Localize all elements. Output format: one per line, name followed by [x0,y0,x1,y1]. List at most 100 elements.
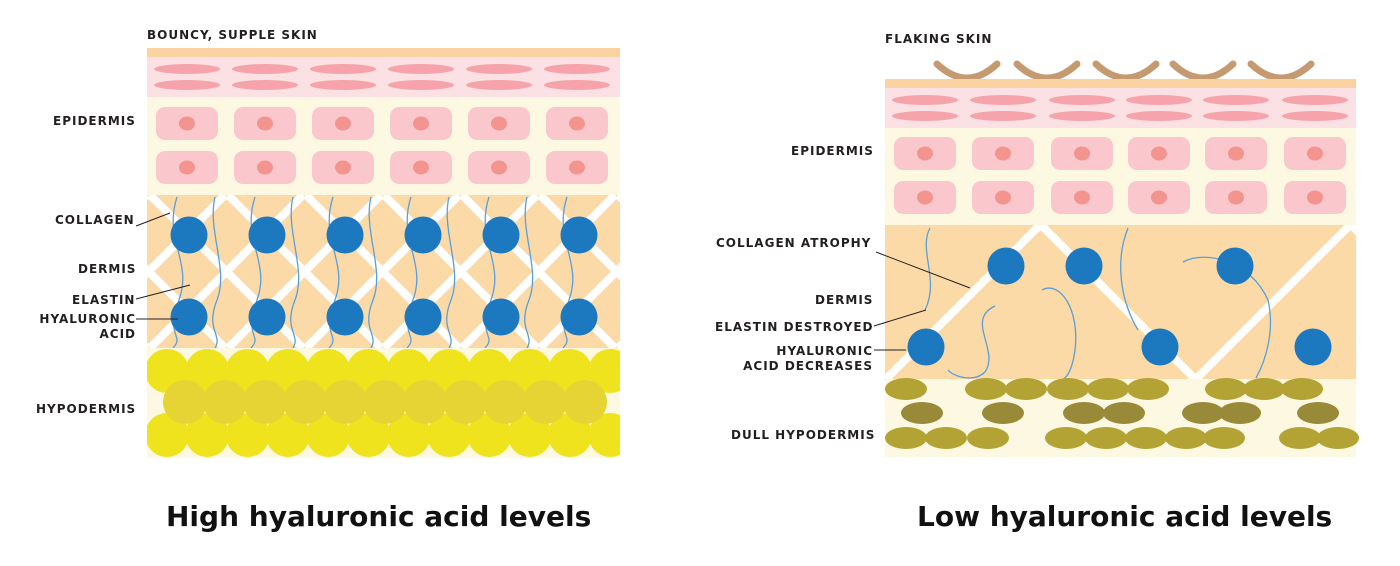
left-hyaluronic-line-1: HYALURONIC [39,312,136,326]
fat-cell-inner [283,380,327,424]
fat-cell-inner [443,380,487,424]
fat-cell-inner [563,380,607,424]
flake [1169,60,1237,82]
flat-cell [388,80,454,90]
fat-cell-inner [403,380,447,424]
cell-nucleus [1074,190,1090,205]
flake [1092,60,1160,82]
fat-cell [265,413,310,457]
right-hyaluronic-line-1: HYALURONIC [776,344,873,358]
dull-fat-cell [1063,402,1105,424]
cell-nucleus [179,116,195,131]
fat-cell [386,413,431,457]
fat-cell [427,413,472,457]
dull-fat-cell [1243,378,1285,400]
flake [933,60,1001,82]
dull-fat-cell [1317,427,1359,449]
flat-cell [310,64,376,74]
flat-cell [1203,95,1269,105]
fat-cell [306,413,351,457]
cell-nucleus [569,160,585,175]
elastin-fiber [446,196,456,348]
hyaluronic-acid-molecule [326,298,364,336]
left-elastin-label: ELASTIN [72,293,136,307]
flat-cell [310,80,376,90]
flat-cell [1049,95,1115,105]
cell-nucleus [257,160,273,175]
flat-cell [1126,111,1192,121]
fat-cell-inner [243,380,287,424]
flat-cell [892,111,958,121]
right-collagen-atrophy-label: COLLAGEN ATROPHY [716,236,872,250]
flake [1013,60,1081,82]
flat-cell [466,64,532,74]
flat-cell [1203,111,1269,121]
cell-nucleus [917,190,933,205]
dull-fat-cell [965,378,1007,400]
dull-fat-cell [1127,378,1169,400]
epidermis-bg [885,128,1356,227]
elastin-fiber [290,196,300,348]
hyaluronic-acid-molecule [404,216,442,254]
stratum-corneum [147,57,620,97]
right-caption: Low hyaluronic acid levels [917,500,1333,533]
dull-fat-cell [1203,427,1245,449]
elastin-fiber [1120,227,1139,331]
fat-cell [467,413,512,457]
cell-nucleus [995,190,1011,205]
hyaluronic-acid-molecule [326,216,364,254]
label-pointer-lines [135,212,971,351]
flat-cell [232,80,298,90]
fat-cell-inner [483,380,527,424]
fat-cell-inner [323,380,367,424]
damaged-skin-cross-section [885,60,1359,457]
flat-cell [544,80,610,90]
flat-cell [388,64,454,74]
fat-cell-inner [163,380,207,424]
elastin-fiber [524,196,534,348]
dull-fat-cell [1297,402,1339,424]
cell-nucleus [995,146,1011,161]
elastin-pointer [135,284,191,300]
fat-cell [588,349,620,393]
dull-fat-cell [1047,378,1089,400]
fat-cell-inner [363,380,407,424]
dull-fat-cell [885,378,927,400]
hyaluronic-acid-molecule [482,216,520,254]
collagen-fiber [1348,225,1356,236]
left-dermis-label: DERMIS [78,262,137,276]
hyaluronic-acid-molecule [1065,247,1103,285]
right-elastin-destroyed-label: ELASTIN DESTROYED [715,320,874,334]
cell-nucleus [413,116,429,131]
hyaluronic-acid-molecule [248,216,286,254]
cell-nucleus [1228,190,1244,205]
fat-cell [548,413,592,457]
elastin-fiber [924,227,932,311]
dull-fat-cell [1165,427,1207,449]
hyaluronic-acid-molecule [170,298,208,336]
fat-cell [507,413,552,457]
flat-cell [892,95,958,105]
right-hyaluronic-line-2: ACID DECREASES [743,359,873,373]
cell-nucleus [335,116,351,131]
flat-cell [154,64,220,74]
collagen-pointer [135,212,171,227]
fat-cell [225,413,270,457]
hyaluronic-acid-molecule [170,216,208,254]
right-hyaluronic-acid-label: HYALURONIC ACID DECREASES [723,344,873,374]
cell-nucleus [491,160,507,175]
elastin-fiber [1182,256,1272,379]
left-hypodermis-label: HYPODERMIS [36,402,137,416]
dull-fat-cell [967,427,1009,449]
left-epidermis-label: EPIDERMIS [53,114,136,128]
dull-fat-cell [1219,402,1261,424]
cell-nucleus [1307,190,1323,205]
fat-cell-inner [203,380,247,424]
cell-nucleus [1307,146,1323,161]
hyaluronic-acid-molecule [1294,328,1332,366]
fat-cell [147,413,189,457]
left-hyaluronic-acid-label: HYALURONIC ACID [36,312,136,342]
left-collagen-label: COLLAGEN [55,213,135,227]
collagen-atrophy-pointer [875,251,971,289]
healthy-skin-cross-section [147,48,620,458]
